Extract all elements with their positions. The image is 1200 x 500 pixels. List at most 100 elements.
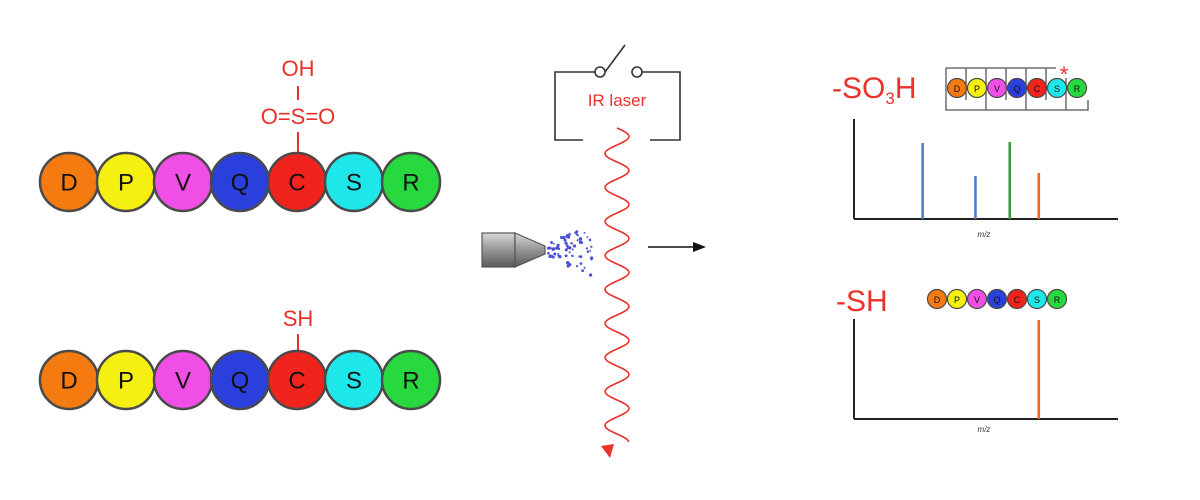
mini-bottom-residue-r: R	[1046, 288, 1068, 310]
spray-droplet	[547, 251, 550, 255]
peptide-bottom-residue-v: V	[152, 349, 214, 411]
spray-droplet	[565, 261, 570, 265]
spray-droplet	[570, 242, 573, 245]
modification-star: *	[1060, 62, 1069, 87]
peptide-top-residue-v: V	[152, 151, 214, 213]
peptide-top-residue-c: C	[266, 151, 328, 213]
spectrum-sulfonated	[853, 119, 1118, 220]
spray-droplet	[564, 241, 568, 245]
mini-bottom-residue-label: C	[1014, 295, 1021, 305]
peptide-bottom-residue-label: Q	[231, 368, 250, 395]
peptide-bottom-residue-label: R	[402, 368, 419, 395]
spectrum-thiol	[853, 319, 1118, 420]
laser-switch-circuit	[554, 44, 681, 141]
thiol-sh-label: SH	[283, 306, 314, 331]
peptide-bottom-residue-c: C	[266, 349, 328, 411]
peptide-top-residue-r: R	[380, 151, 442, 213]
spray-droplet	[576, 239, 579, 242]
mini-top-residue-q: Q	[1006, 77, 1028, 99]
spray-droplet	[576, 234, 579, 237]
peptide-bottom-residue-p: P	[95, 349, 157, 411]
mini-bottom-residue-v: V	[966, 288, 988, 310]
peptide-top-residue-label: D	[60, 170, 77, 197]
spray-droplet	[562, 235, 566, 240]
peptide-bottom-residue-s: S	[323, 349, 385, 411]
process-arrow	[648, 242, 706, 252]
sulfonated-label: -SO3H	[832, 72, 916, 108]
peptide-bottom-residue-label: S	[346, 368, 362, 395]
spray-droplet	[586, 250, 590, 253]
peptide-top-residue-q: Q	[209, 151, 271, 213]
spray-droplet	[565, 244, 569, 248]
mini-top-residue-label: Q	[1013, 84, 1020, 94]
spray-droplet	[553, 242, 555, 245]
spray-droplet	[583, 231, 586, 234]
x-axis-label-top: m/z	[978, 230, 991, 239]
spray-droplet	[565, 234, 570, 238]
spray-droplet	[585, 247, 589, 250]
mini-top-residue-label: C	[1034, 84, 1041, 94]
mini-top-residue-v: V	[986, 77, 1008, 99]
sulfonic-so2-label: O=S=O	[261, 104, 336, 129]
spray-droplet	[589, 256, 594, 260]
mini-bottom-residue-label: D	[934, 295, 941, 305]
spray-droplet	[578, 240, 583, 245]
spray-droplet	[578, 255, 581, 258]
peptide-bottom-residue-label: C	[288, 368, 305, 395]
peptide-top-residue-label: Q	[231, 170, 250, 197]
peptide-top-residue-label: V	[175, 170, 191, 197]
mini-top-residue-label: V	[994, 84, 1000, 94]
mini-top-residue-c: C	[1026, 77, 1048, 99]
spray-droplet	[563, 238, 567, 242]
switch-lever[interactable]	[604, 44, 626, 73]
laser-beam	[604, 127, 630, 443]
spray-droplet	[559, 236, 563, 239]
spray-droplet	[588, 273, 593, 277]
peptide-top-residue-label: C	[288, 170, 305, 197]
laser-label: IR laser	[588, 91, 647, 110]
peptide-top-residue-label: R	[402, 170, 419, 197]
peptide-bottom-residue-d: D	[38, 349, 100, 411]
spray-droplet	[590, 258, 593, 261]
spray-droplet	[572, 244, 577, 248]
mini-bottom-residue-label: R	[1054, 295, 1061, 305]
mini-top-residue-label: R	[1074, 84, 1081, 94]
mini-top-residue-label: S	[1054, 84, 1060, 94]
peptide-bottom-residue-label: D	[60, 368, 77, 395]
spray-droplet	[556, 243, 560, 247]
spray-droplet	[558, 255, 562, 259]
mini-bottom-residue-s: S	[1026, 288, 1048, 310]
peptide-top-residue-label: P	[118, 170, 134, 197]
spray-droplet	[550, 242, 553, 245]
spray-plume	[546, 230, 594, 277]
mini-top-residue-p: P	[966, 77, 988, 99]
spray-droplet	[566, 264, 570, 268]
peptide-top-residue-label: S	[346, 170, 362, 197]
mini-bottom-residue-label: S	[1034, 295, 1040, 305]
laser-beam-arrowhead	[601, 444, 614, 458]
spray-droplet	[548, 246, 552, 250]
spray-droplet	[571, 248, 574, 251]
spray-droplet	[553, 252, 557, 256]
spray-droplet	[564, 248, 568, 252]
mini-top-residue-s: S	[1046, 77, 1068, 99]
peptide-bottom-residue-r: R	[380, 349, 442, 411]
mini-top-residue-label: P	[974, 84, 980, 94]
spray-droplet	[590, 245, 593, 248]
spray-droplet	[589, 249, 592, 252]
spray-droplet	[568, 246, 572, 250]
mini-bottom-residue-label: V	[974, 295, 980, 305]
spray-droplet	[568, 251, 571, 254]
spray-droplet	[578, 237, 583, 241]
spray-droplet	[586, 236, 589, 238]
thiol-label: -SH	[836, 285, 888, 318]
spray-droplet	[546, 246, 550, 250]
spray-droplet	[564, 254, 568, 258]
